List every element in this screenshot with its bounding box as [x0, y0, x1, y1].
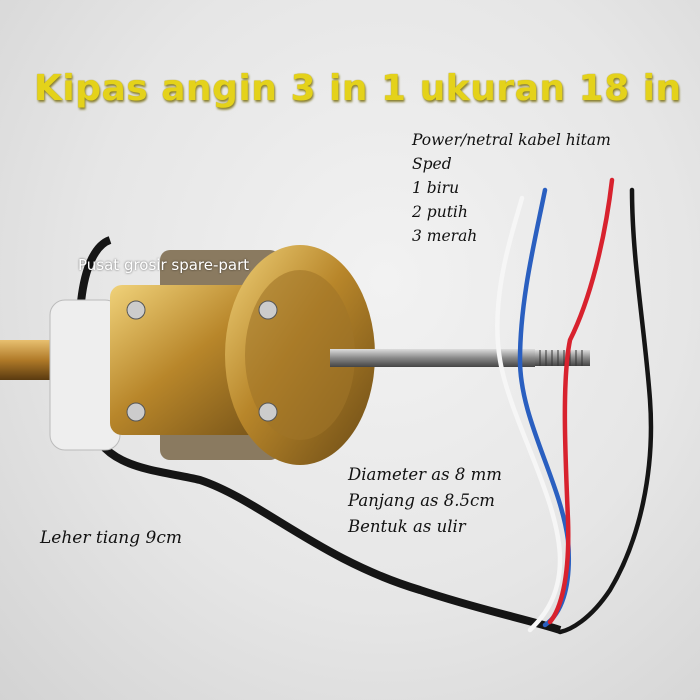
wire-red [547, 177, 615, 625]
shop-watermark: Pusat grosir spare-part [78, 256, 250, 274]
wire-black [557, 187, 654, 635]
motor-shaft [330, 349, 535, 367]
legend-line: 2 putih [412, 203, 468, 221]
spec-line: Panjang as 8.5cm [348, 491, 495, 510]
legend-line: Sped [412, 155, 452, 173]
legend-line: 1 biru [412, 179, 460, 197]
neck-length-label: Leher tiang 9cm [40, 528, 182, 548]
spec-line: Diameter as 8 mm [348, 465, 502, 484]
legend-line: Power/netral kabel hitam [412, 131, 611, 149]
wire-color-legend: Power/netral kabel hitam Sped 1 biru 2 p… [412, 128, 611, 248]
product-title: Kipas angin 3 in 1 ukuran 18 in [34, 68, 682, 109]
spec-line: Bentuk as ulir [348, 517, 466, 536]
legend-line: 3 merah [412, 227, 478, 245]
wire-white [495, 195, 563, 633]
shaft-specifications: Diameter as 8 mm Panjang as 8.5cm Bentuk… [348, 462, 502, 540]
